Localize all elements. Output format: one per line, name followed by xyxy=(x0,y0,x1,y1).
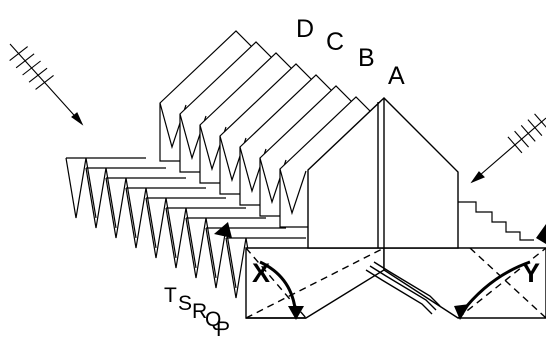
ray-tick xyxy=(9,46,28,62)
light-ray-left xyxy=(9,43,84,126)
fold-label-a: A xyxy=(388,62,405,90)
edge-label-t: T xyxy=(164,284,177,307)
right-step-pleats xyxy=(458,201,534,241)
axis-label-y: Y xyxy=(522,258,540,288)
left-pleat xyxy=(185,217,217,279)
arrow-heads xyxy=(214,222,546,320)
ray-tick xyxy=(507,136,523,154)
left-pleat xyxy=(125,187,157,249)
ray-tick xyxy=(527,119,543,136)
back-sheet-crease xyxy=(279,168,307,216)
ray-tick xyxy=(520,124,536,142)
fold-label-c: C xyxy=(326,28,344,56)
front-sheet-a xyxy=(307,97,459,249)
edge-label-p: P xyxy=(216,318,230,341)
fold-label-b: B xyxy=(358,44,375,72)
fold-label-d: D xyxy=(296,15,314,43)
left-pleat xyxy=(65,157,97,219)
ray-tick xyxy=(35,74,54,90)
left-pleat xyxy=(105,177,137,239)
ray-tick xyxy=(15,53,35,69)
edge-label-s: S xyxy=(178,292,192,315)
edge-label-r: R xyxy=(192,300,207,323)
ray-tick xyxy=(28,67,48,83)
left-pleat xyxy=(145,197,177,259)
left-pleat xyxy=(205,227,237,289)
right-fold-box xyxy=(365,247,546,319)
ray-tick xyxy=(514,130,529,148)
axis-label-x: X xyxy=(252,258,270,288)
ray-tick xyxy=(534,113,546,128)
edge-label-q: Q xyxy=(205,308,221,331)
left-pleat xyxy=(85,167,117,229)
light-ray-right xyxy=(470,113,546,184)
left-pleat xyxy=(165,207,197,269)
ray-tick xyxy=(22,60,41,76)
